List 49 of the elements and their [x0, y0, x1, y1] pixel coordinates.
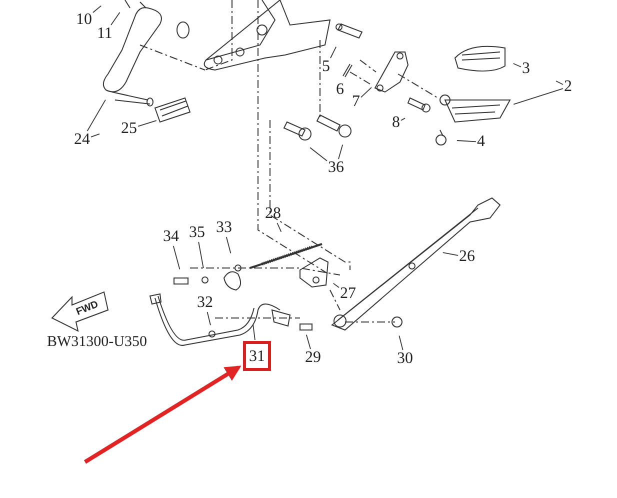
leader-line — [330, 46, 337, 58]
callout-number: 33 — [216, 220, 232, 236]
leader-line — [252, 324, 256, 340]
callout-number: 35 — [189, 225, 205, 241]
leader-line — [110, 12, 120, 26]
leader-line — [226, 236, 232, 254]
leader-line — [276, 222, 282, 232]
direction-label: FWD — [74, 299, 100, 318]
callout-number: 27 — [340, 286, 356, 302]
leader-line — [198, 242, 204, 269]
callout-number: 26 — [459, 249, 475, 265]
callout-number: 32 — [197, 295, 213, 311]
leader-line — [556, 80, 564, 85]
diagram-code: BW31300-U350 — [47, 334, 147, 351]
callout-number: 3 — [522, 61, 530, 77]
callout-number: 5 — [322, 59, 330, 75]
callout-number: 2 — [564, 79, 572, 95]
leader-line — [310, 147, 328, 162]
leader-line — [398, 335, 404, 350]
callout-number: 25 — [121, 121, 137, 137]
leader-line — [442, 252, 458, 256]
leader-line — [172, 246, 180, 270]
leader-line — [92, 5, 102, 13]
callout-number: 34 — [163, 229, 179, 245]
callout-number: 6 — [336, 82, 344, 98]
leader-line — [400, 118, 406, 121]
leader-line — [206, 312, 211, 326]
leader-line — [512, 63, 522, 68]
callout-number: 28 — [265, 206, 281, 222]
leader-line — [456, 140, 476, 142]
leader-line — [338, 144, 344, 160]
highlighted-callout-number: 31 — [243, 341, 271, 371]
callout-number: 30 — [397, 351, 413, 367]
callout-number: 8 — [392, 115, 400, 131]
callout-number: 36 — [328, 160, 344, 176]
leader-line — [360, 86, 372, 98]
callout-number: 4 — [477, 134, 485, 150]
leader-line — [332, 282, 340, 288]
callout-number: 7 — [352, 94, 360, 110]
callout-number: 11 — [97, 26, 112, 42]
leader-line — [138, 120, 157, 127]
pointer-arrow — [84, 366, 242, 464]
leader-line — [306, 334, 311, 350]
callout-number: 24 — [74, 132, 90, 148]
leader-line — [90, 133, 100, 138]
leader-line — [86, 99, 106, 132]
callout-number: 10 — [76, 12, 92, 28]
callout-number: 29 — [305, 350, 321, 366]
leader-line — [513, 88, 564, 105]
